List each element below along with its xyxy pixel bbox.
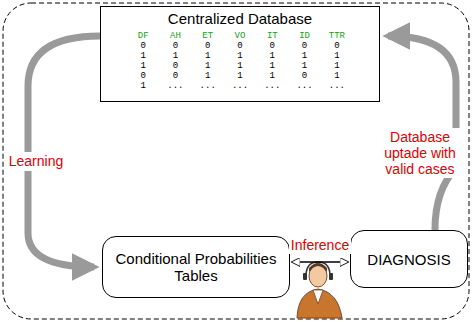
table-cell: 1 bbox=[127, 51, 159, 61]
table-cell: ... bbox=[321, 81, 353, 91]
table-header: AH bbox=[159, 31, 191, 41]
edge-label: Inference bbox=[289, 236, 351, 254]
edge-label: Database uptade with valid cases bbox=[372, 128, 468, 178]
table-cell: 0 bbox=[224, 41, 256, 51]
table-cell: 1 bbox=[256, 61, 288, 71]
table-cell: 0 bbox=[321, 41, 353, 51]
table-cell: ... bbox=[192, 81, 224, 91]
table-cell: 1 bbox=[192, 71, 224, 81]
table-cell: 1 bbox=[192, 61, 224, 71]
node-label: Centralized Database bbox=[107, 10, 373, 27]
process-box: Conditional Probabilities Tables bbox=[102, 236, 290, 298]
table-cell: 1 bbox=[192, 51, 224, 61]
table-cell: 1 bbox=[321, 71, 353, 81]
double-arrow bbox=[293, 261, 347, 263]
table-cell: ... bbox=[224, 81, 256, 91]
table-cell: 1 bbox=[288, 51, 320, 61]
table-header: ID bbox=[288, 31, 320, 41]
table-cell: 1 bbox=[321, 51, 353, 61]
table-cell: 1 bbox=[127, 61, 159, 71]
table-cell: 1 bbox=[159, 51, 191, 61]
table-cell: 0 bbox=[159, 61, 191, 71]
table-cell: 1 bbox=[256, 51, 288, 61]
table-cell: 1 bbox=[288, 61, 320, 71]
edge-label: Learning bbox=[7, 152, 66, 170]
table-cell: 0 bbox=[159, 71, 191, 81]
table-cell: 0 bbox=[288, 71, 320, 81]
node-label: Conditional Probabilities Tables bbox=[109, 250, 283, 284]
table-header: IT bbox=[256, 31, 288, 41]
table-header: ET bbox=[192, 31, 224, 41]
table-cell: 1 bbox=[127, 81, 159, 91]
table-cell: 1 bbox=[321, 61, 353, 71]
table-cell: 1 bbox=[224, 51, 256, 61]
table-cell: ... bbox=[288, 81, 320, 91]
table-cell: 0 bbox=[127, 41, 159, 51]
table-cell: 0 bbox=[192, 41, 224, 51]
dashed-frame bbox=[3, 3, 469, 319]
table-cell: 1 bbox=[224, 61, 256, 71]
table-cell: 1 bbox=[256, 71, 288, 81]
table-header: VO bbox=[224, 31, 256, 41]
table-cell: 0 bbox=[288, 41, 320, 51]
table-cell: 0 bbox=[256, 41, 288, 51]
database-box: Centralized DatabaseDFAHETVOITIDTTR00000… bbox=[100, 6, 380, 102]
table-header: TTR bbox=[321, 31, 353, 41]
data-table: DFAHETVOITIDTTR0000000111111110111110011… bbox=[127, 31, 353, 91]
node-label: DIAGNOSIS bbox=[357, 251, 461, 268]
table-cell: ... bbox=[159, 81, 191, 91]
process-box: DIAGNOSIS bbox=[350, 230, 468, 288]
table-cell: 0 bbox=[127, 71, 159, 81]
person-illustration bbox=[297, 262, 342, 318]
table-cell: 1 bbox=[224, 71, 256, 81]
table-cell: 0 bbox=[159, 41, 191, 51]
table-header: DF bbox=[127, 31, 159, 41]
table-cell: ... bbox=[256, 81, 288, 91]
